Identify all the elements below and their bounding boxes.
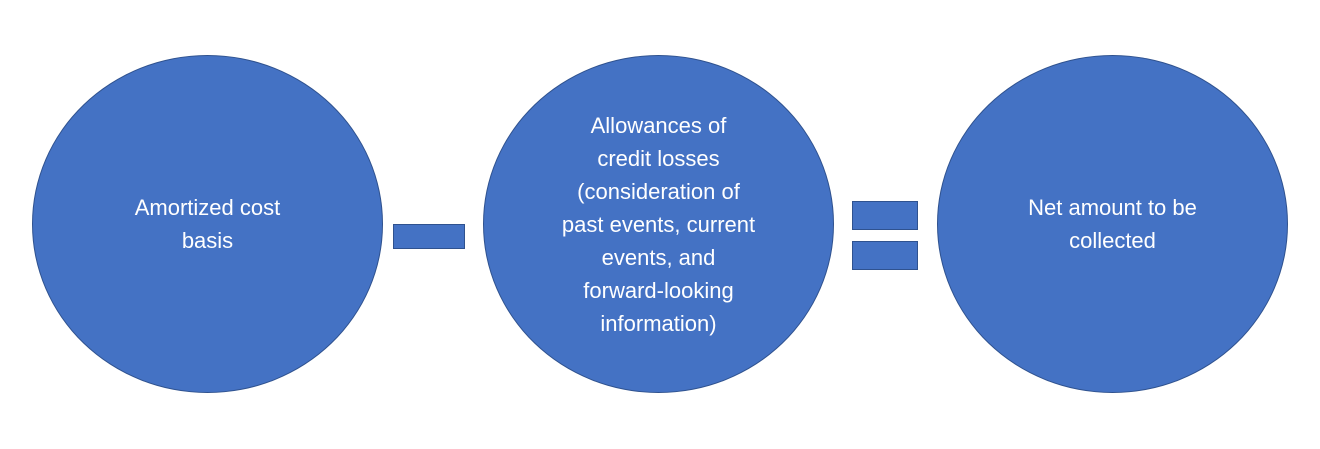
allowances-credit-losses-circle: Allowances of credit losses (considerati…: [483, 55, 834, 393]
amortized-cost-basis-label: Amortized cost basis: [134, 195, 281, 253]
equals-bar-bottom: [852, 241, 918, 270]
allowances-credit-losses-label: Allowances of credit losses (considerati…: [561, 112, 756, 336]
net-amount-label: Net amount to be collected: [1028, 195, 1197, 253]
net-amount-circle: Net amount to be collected: [937, 55, 1288, 393]
minus-bar: [393, 224, 465, 249]
equals-bar-top: [852, 201, 918, 230]
amortized-cost-basis-circle: Amortized cost basis: [32, 55, 383, 393]
